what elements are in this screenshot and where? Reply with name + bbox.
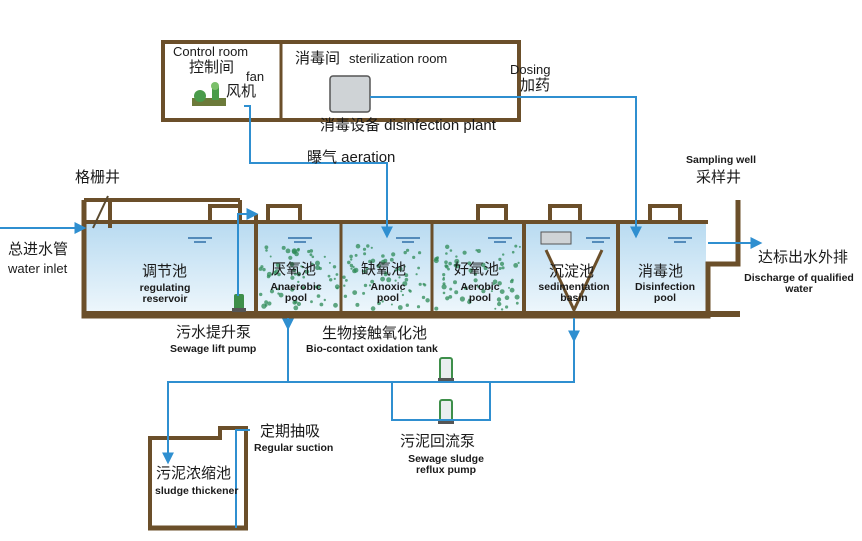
aerobic-pool-label-en: Aerobic pool [460,281,500,305]
disinfection-plant-label: 消毒设备 disinfection plant [320,117,496,134]
sterilization-room-label-en: sterilization room [349,51,448,66]
disinfection-plant-icon [329,75,371,113]
fan-icon [192,82,226,106]
lift-pump-icon [232,294,246,312]
reflux-pump-icon-1 [438,357,454,382]
aeration-label: 曝气 aeration [307,149,396,166]
regular-suction-label-zh: 定期抽吸 [260,423,321,440]
inlet-label-zh: 总进水管 [8,241,69,258]
lift-pump-label-en: Sewage lift pump [170,343,257,355]
discharge-label-en: Discharge of qualified water [744,272,854,296]
sedimentation-basin-label-zh: 沉淀池 [549,263,595,280]
dosing-label-zh: 加药 [520,77,551,94]
water-level-marks [188,237,692,243]
anaerobic-pool-label-en: Anaerobic pool [270,281,322,305]
disinfection-pool-label-zh: 消毒池 [638,263,684,280]
dosing-label-en: Dosing [510,62,551,77]
lift-pump-label-zh: 污水提升泵 [176,324,252,341]
control-room-label-en: Control room [173,44,249,59]
anoxic-pool-label-en: Anoxic pool [370,281,406,305]
regulating-reservoir-label-en: regulating reservoir [139,282,191,306]
regulating-reservoir-label-zh: 调节池 [142,263,188,280]
discharge-label-zh: 达标出水外排 [758,249,849,266]
grille-well-label: 格栅井 [75,169,121,186]
biocontact-tank-label-en: Bio-contact oxidation tank [306,343,438,355]
regular-suction-label-en: Regular suction [254,442,334,454]
aeration-bubbles [258,243,521,311]
sludge-thickener-label-zh: 污泥浓缩池 [156,465,232,482]
inlet-label-en: water inlet [8,261,68,276]
main-tank [81,195,741,319]
sampling-well-label-en: Sampling well [686,154,757,166]
sampling-well-label-zh: 采样井 [696,169,742,186]
sludge-thickener-label-en: sludge thickener [155,485,239,497]
biocontact-tank-label-zh: 生物接触氧化池 [322,325,428,342]
anaerobic-pool-label-zh: 厌氧池 [271,261,317,278]
reflux-pump-label-en: Sewage sludge reflux pump [408,453,484,477]
fan-label-en: fan [246,69,265,84]
pipes [0,96,763,528]
sterilization-room-label-zh: 消毒间 [295,50,341,67]
sludge-thickener [148,426,248,531]
reflux-pump-icon-2 [438,399,454,424]
anoxic-pool-label-zh: 缺氧池 [361,261,407,278]
aerobic-pool-label-zh: 好氧池 [454,261,500,278]
sedimentation-basin-label-en: sedimentation basin [538,281,610,305]
reflux-pump-label-zh: 污泥回流泵 [400,433,476,450]
control-building [161,40,521,122]
disinfection-pool-label-en: Disinfection pool [634,281,696,305]
fan-label-zh: 风机 [226,83,257,100]
control-room-label-zh: 控制间 [189,59,235,76]
